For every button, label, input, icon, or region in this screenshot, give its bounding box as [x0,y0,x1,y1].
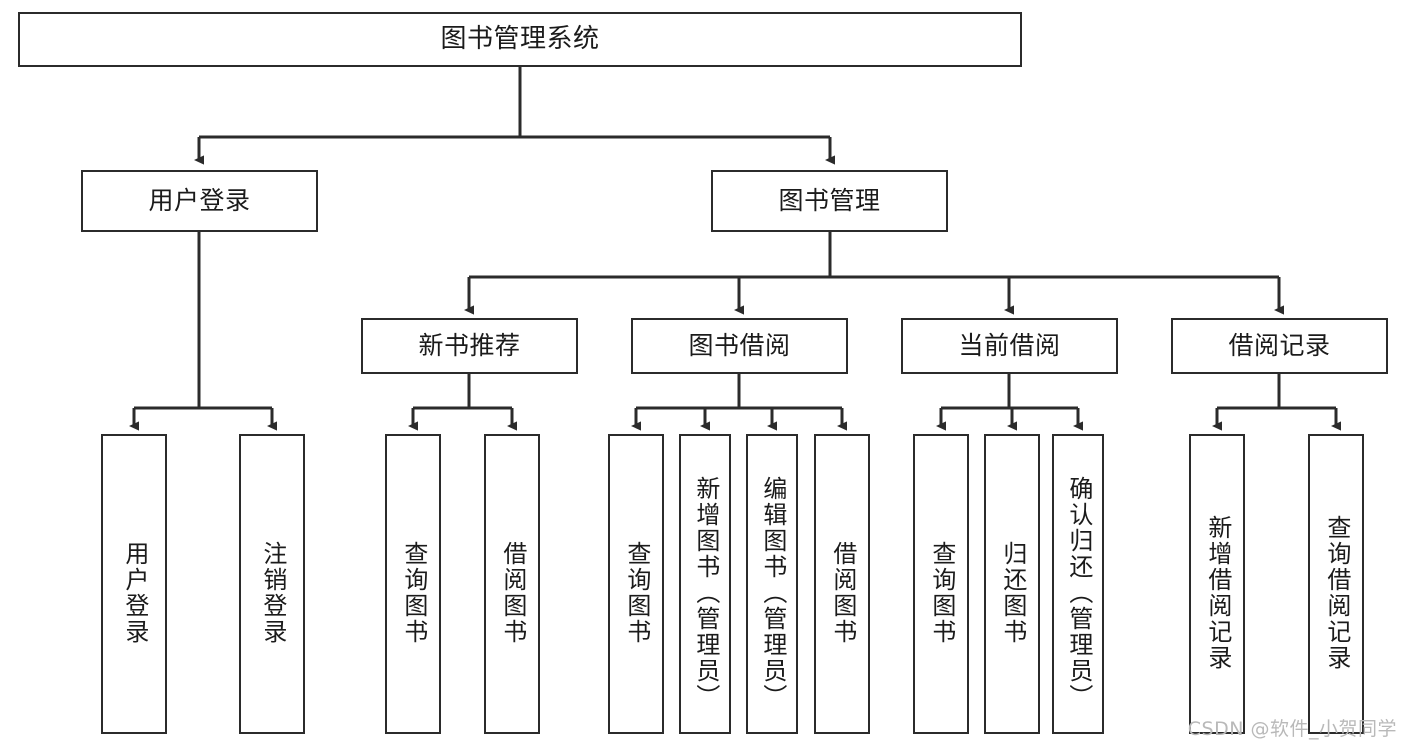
node-book-borrow[interactable]: 图书借阅 [631,318,848,374]
leaf-add-book-admin[interactable]: 新增图书（管理员） [679,434,731,734]
node-label: 借阅图书 [498,541,527,645]
node-label: 借阅图书 [828,541,857,645]
node-label: 新增借阅记录 [1203,515,1232,671]
node-label: 图书管理 [778,186,881,216]
node-label: 查询图书 [399,541,428,645]
leaf-query-book-recommend[interactable]: 查询图书 [385,434,441,734]
csdn-watermark: CSDN @软件_小贺同学 [1187,718,1397,740]
node-label: 新增图书（管理员） [691,476,720,710]
node-label: 确认归还（管理员） [1064,476,1093,710]
node-label: 归还图书 [998,541,1027,645]
node-current-borrow[interactable]: 当前借阅 [901,318,1118,374]
node-label: 查询借阅记录 [1322,515,1351,671]
leaf-confirm-return-admin[interactable]: 确认归还（管理员） [1052,434,1104,734]
leaf-borrow-book[interactable]: 借阅图书 [814,434,870,734]
leaf-query-book-borrow[interactable]: 查询图书 [608,434,664,734]
leaf-borrow-book-recommend[interactable]: 借阅图书 [484,434,540,734]
node-label: 图书管理系统 [440,24,600,55]
node-label: 用户登录 [148,186,251,216]
node-label: 新书推荐 [418,331,521,361]
node-label: 用户登录 [120,541,149,645]
leaf-edit-book-admin[interactable]: 编辑图书（管理员） [746,434,798,734]
leaf-query-borrow-record[interactable]: 查询借阅记录 [1308,434,1364,734]
leaf-add-borrow-record[interactable]: 新增借阅记录 [1189,434,1245,734]
leaf-return-book[interactable]: 归还图书 [984,434,1040,734]
node-book-management[interactable]: 图书管理 [711,170,948,232]
leaf-logout[interactable]: 注销登录 [239,434,305,734]
node-label: 图书借阅 [688,331,791,361]
node-root-system[interactable]: 图书管理系统 [18,12,1022,67]
node-label: 当前借阅 [958,331,1061,361]
node-borrow-record[interactable]: 借阅记录 [1171,318,1388,374]
node-new-book-recommend[interactable]: 新书推荐 [361,318,578,374]
node-user-login[interactable]: 用户登录 [81,170,318,232]
node-label: 查询图书 [622,541,651,645]
node-label: 借阅记录 [1228,331,1331,361]
node-label: 编辑图书（管理员） [758,476,787,710]
leaf-query-book-current[interactable]: 查询图书 [913,434,969,734]
node-label: 注销登录 [258,541,287,645]
leaf-user-login[interactable]: 用户登录 [101,434,167,734]
node-label: 查询图书 [927,541,956,645]
